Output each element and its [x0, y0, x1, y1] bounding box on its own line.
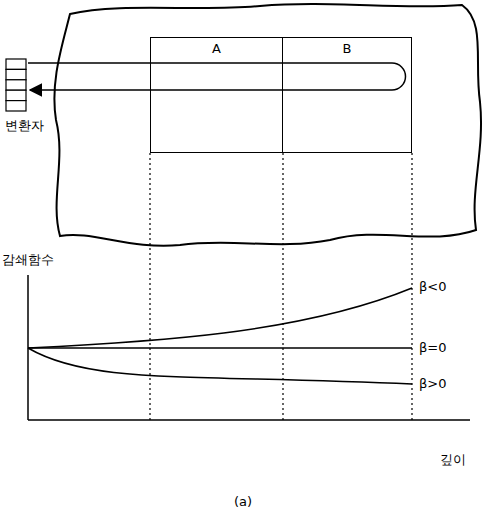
region-label: B — [283, 38, 411, 57]
transducer-elements — [5, 58, 27, 112]
axis-title: 깊이 — [440, 452, 466, 468]
transducer-label: 변환자 — [5, 118, 44, 134]
attenuation-curves — [28, 288, 412, 384]
region-box: B — [283, 37, 412, 153]
transducer: 변환자 — [5, 58, 27, 112]
curve-label: β>0 — [419, 376, 446, 392]
region-label: A — [151, 38, 282, 57]
graph-axes — [28, 275, 470, 420]
figure-label: (a) — [234, 494, 252, 510]
echo-path — [28, 63, 406, 90]
curve-label: β<0 — [419, 279, 446, 295]
tissue-outline — [54, 4, 481, 246]
axis-title: 감쇄함수 — [2, 252, 54, 268]
region-box: A — [150, 37, 283, 153]
curve-label: β=0 — [419, 340, 446, 356]
